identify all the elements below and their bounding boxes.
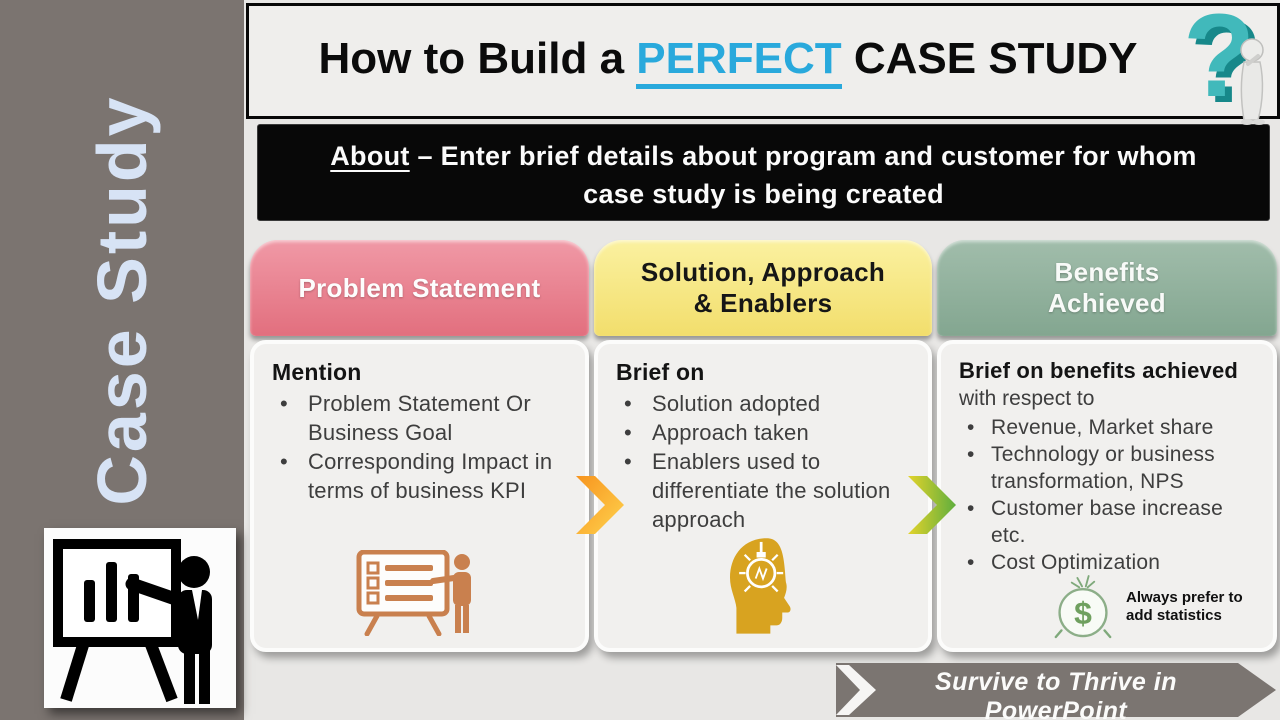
column-header-benefits-achieved: Benefits Achieved: [937, 240, 1277, 336]
presenter-illustration: [44, 528, 236, 708]
column-intro-bold: Brief on: [616, 359, 705, 385]
bullet-list: Problem Statement Or Business Goal Corre…: [272, 389, 575, 505]
footer-banner-label: Survive to Thrive in PowerPoint: [934, 668, 1177, 720]
page-title: How to Build a PERFECT CASE STUDY: [249, 6, 1277, 116]
bullet-list: Revenue, Market share Technology or busi…: [959, 414, 1263, 576]
column-body-solution-approach: Brief on Solution adopted Approach taken…: [594, 340, 932, 652]
bullet-item: Technology or business transformation, N…: [959, 441, 1263, 495]
bullet-item: Approach taken: [616, 418, 918, 447]
bullet-item: Enablers used to differentiate the solut…: [616, 447, 918, 534]
arrow-right-green-icon: [908, 476, 956, 534]
about-line-2: case study is being created: [583, 179, 944, 209]
statistics-note: $ Always prefer to add statistics: [1053, 574, 1260, 640]
title-bar: How to Build a PERFECT CASE STUDY: [246, 3, 1280, 119]
column-header-label: Benefits Achieved: [1047, 257, 1166, 318]
column-body-benefits-achieved: Brief on benefits achieved with respect …: [937, 340, 1277, 652]
column-header-label: Problem Statement: [298, 272, 541, 303]
about-line-1: About – Enter brief details about progra…: [258, 137, 1269, 175]
statistics-note-text: Always prefer to add statistics: [1126, 589, 1243, 624]
bullet-item: Cost Optimization: [959, 549, 1263, 576]
column-icon-row: [598, 534, 928, 636]
title-highlight: PERFECT: [636, 34, 842, 89]
about-label: About: [330, 141, 410, 171]
arrow-right-orange-icon: [576, 476, 624, 534]
bullet-item: Corresponding Impact in terms of busines…: [272, 447, 575, 505]
column-header-label: Solution, Approach & Enablers: [640, 257, 886, 318]
bullet-item: Solution adopted: [616, 389, 918, 418]
bullet-item: Customer base increase etc.: [959, 495, 1263, 549]
footer-banner-arrow: [836, 663, 1276, 717]
column-body-problem-statement: Mention Problem Statement Or Business Go…: [250, 340, 589, 652]
bullet-item: Problem Statement Or Business Goal: [272, 389, 575, 447]
question-mark-figure-icon: ? ?: [1183, 4, 1265, 126]
money-bag-icon: $: [1054, 575, 1112, 639]
presenter-chart-icon: [53, 539, 212, 704]
column-icon-row: [254, 550, 585, 636]
column-header-problem-statement: Problem Statement: [250, 240, 589, 336]
sidebar-vertical-title: Case Study: [83, 94, 161, 506]
column-header-solution-approach: Solution, Approach & Enablers: [594, 240, 932, 336]
presenter-checklist-icon: [356, 550, 471, 636]
about-line1-rest: – Enter brief details about program and …: [409, 141, 1197, 171]
bullet-list: Solution adopted Approach taken Enablers…: [616, 389, 918, 534]
svg-text:$: $: [1074, 595, 1092, 631]
title-suffix: CASE STUDY: [841, 34, 1138, 83]
title-prefix: How to Build a: [318, 34, 637, 83]
column-intro-bold: Brief on benefits achieved: [959, 358, 1239, 383]
bullet-item: Revenue, Market share: [959, 414, 1263, 441]
idea-head-bulb-icon: [730, 538, 791, 634]
column-intro-bold: Mention: [272, 359, 362, 385]
about-banner: About – Enter brief details about progra…: [257, 124, 1270, 221]
column-intro-rest: with respect to: [959, 387, 1095, 410]
